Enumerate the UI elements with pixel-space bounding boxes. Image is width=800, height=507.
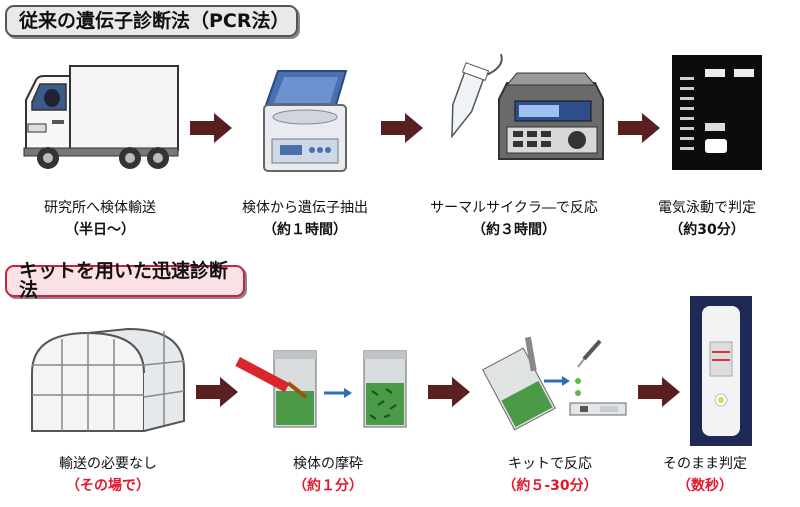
thermal-cycler-icon bbox=[451, 53, 604, 160]
greenhouse-icon bbox=[31, 327, 185, 432]
step-label: サーマルサイクラ―で反応 bbox=[430, 200, 598, 216]
step-caption: サーマルサイクラ―で反応 （約３時間） bbox=[414, 197, 614, 241]
step-caption: 電気泳動で判定 （約30分） bbox=[617, 197, 797, 241]
kit-reaction-icon bbox=[482, 336, 627, 431]
sample-bag-icon bbox=[235, 350, 407, 428]
step-label: キットで反応 bbox=[508, 456, 592, 472]
step-duration: （約１時間） bbox=[263, 222, 347, 238]
step-label: 研究所へ検体輸送 bbox=[44, 200, 156, 216]
arrow-right-icon bbox=[196, 377, 238, 407]
step-label: 電気泳動で判定 bbox=[658, 200, 756, 216]
arrow-right-icon bbox=[428, 377, 470, 407]
step-duration: （約１分） bbox=[293, 478, 363, 494]
conventional-method-title: 従来の遺伝子診断法（PCR法） bbox=[5, 5, 298, 37]
step-label: そのまま判定 bbox=[663, 456, 747, 472]
arrow-right-icon bbox=[618, 113, 660, 143]
centrifuge-icon bbox=[263, 70, 348, 172]
step-caption: 検体から遺伝子抽出 （約１時間） bbox=[205, 197, 405, 241]
arrow-right-icon bbox=[381, 113, 423, 143]
step-caption: 輸送の必要なし （その場で） bbox=[8, 453, 208, 497]
step-caption: 研究所へ検体輸送 （半日～） bbox=[0, 197, 200, 241]
step-duration: （半日～） bbox=[65, 222, 135, 238]
step-duration: （約30分） bbox=[669, 222, 745, 238]
step-label: 輸送の必要なし bbox=[59, 456, 157, 472]
step-duration: （約５-30分） bbox=[502, 478, 598, 494]
kit-method-title: キットを用いた迅速診断法 bbox=[5, 262, 245, 300]
step-label: 検体の摩砕 bbox=[293, 456, 363, 472]
step-label: 検体から遺伝子抽出 bbox=[242, 200, 368, 216]
step-caption: 検体の摩砕 （約１分） bbox=[228, 453, 428, 497]
arrow-right-icon bbox=[638, 377, 680, 407]
test-strip-icon bbox=[690, 296, 752, 446]
step-duration: （約３時間） bbox=[472, 222, 556, 238]
step-duration: （その場で） bbox=[66, 478, 150, 494]
step-caption: キットで反応 （約５-30分） bbox=[450, 453, 650, 497]
step-duration: （数秒） bbox=[677, 478, 733, 494]
truck-icon bbox=[23, 65, 179, 169]
gel-electrophoresis-icon bbox=[672, 55, 762, 170]
step-caption: そのまま判定 （数秒） bbox=[620, 453, 790, 497]
arrow-right-icon bbox=[190, 113, 232, 143]
